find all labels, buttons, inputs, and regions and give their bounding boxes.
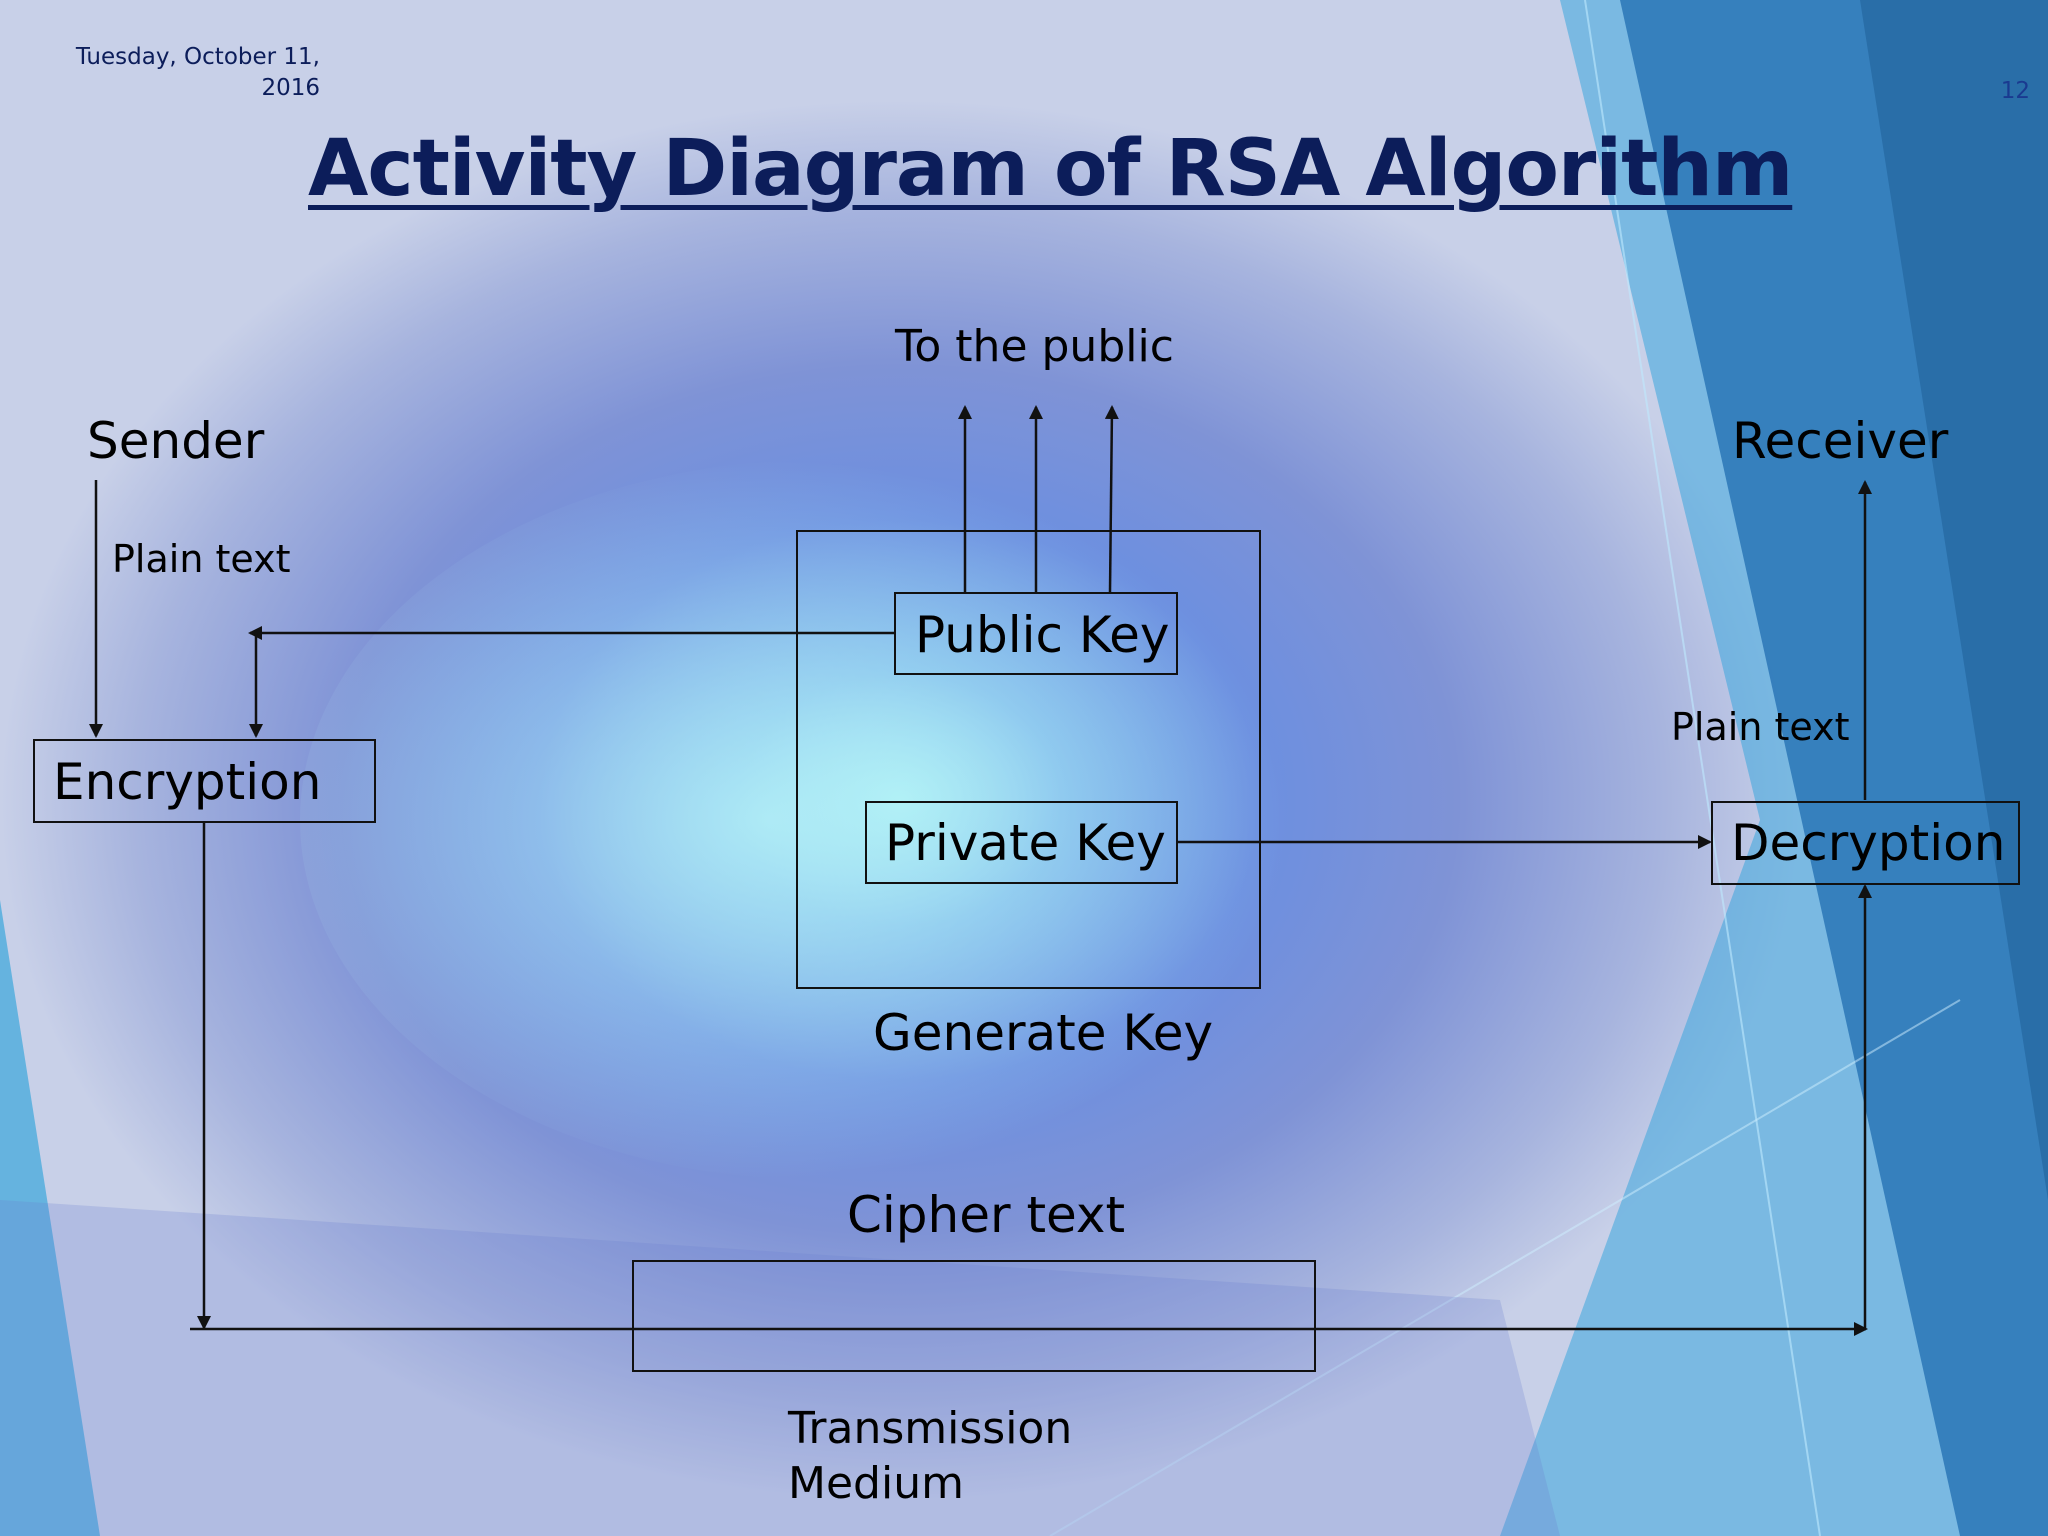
to-the-public-label: To the public <box>895 321 1174 372</box>
sender-label: Sender <box>87 412 265 470</box>
plain-text-receiver-label: Plain text <box>1671 705 1850 749</box>
private-key-box <box>865 801 1178 884</box>
to-public-arrow-3 <box>1104 405 1119 593</box>
decryption-label: Decryption <box>1731 814 2006 872</box>
transmission-medium-box <box>632 1260 1316 1372</box>
transmission-medium-label-line2: Medium <box>788 1458 964 1509</box>
slide-date: Tuesday, October 11, 2016 <box>75 44 320 101</box>
transmission-medium-label-line1: Transmission <box>788 1403 1073 1454</box>
slide-title: Activity Diagram of RSA Algorithm <box>308 124 1793 214</box>
generate-key-label: Generate Key <box>873 1004 1214 1062</box>
center-glow <box>300 460 1340 1180</box>
plain-text-sender-label: Plain text <box>112 537 291 581</box>
public-key-box <box>894 592 1178 675</box>
cipher-text-label: Cipher text <box>847 1186 1126 1244</box>
right-accent-line <box>1584 0 1821 1536</box>
bottom-band <box>0 1200 1560 1536</box>
left-panel <box>0 900 100 1536</box>
encryption-box <box>33 739 376 823</box>
generate-key-container <box>796 530 1261 989</box>
right-panel-darkest <box>1860 0 2048 1200</box>
receiver-label: Receiver <box>1732 412 1949 470</box>
private-key-label: Private Key <box>885 814 1166 872</box>
public-key-label: Public Key <box>915 606 1170 664</box>
decryption-box <box>1711 801 2020 885</box>
slide-number: 12 <box>2000 78 2030 104</box>
bottom-accent-line <box>1049 999 1961 1536</box>
encryption-label: Encryption <box>53 753 322 811</box>
